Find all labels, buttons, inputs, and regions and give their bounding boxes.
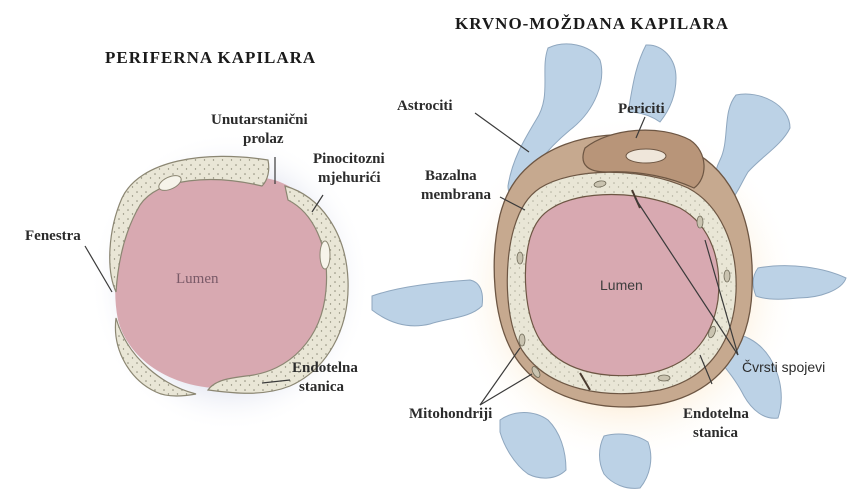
label-endotelna-right-2: stanica bbox=[693, 425, 739, 441]
label-fenestra: Fenestra bbox=[25, 228, 81, 244]
label-endotelna-right-1: Endotelna bbox=[683, 406, 749, 422]
label-astrociti: Astrociti bbox=[397, 98, 453, 114]
bbb-capillary: KRVNO-MOŽDANA KAPILARA bbox=[372, 14, 846, 488]
label-bazalna-2: membrana bbox=[421, 187, 491, 203]
peripheral-lumen-label: Lumen bbox=[176, 271, 219, 287]
label-mitohondriji: Mitohondriji bbox=[409, 406, 492, 422]
label-endotelna-left-2: stanica bbox=[299, 379, 345, 395]
bbb-lumen-label: Lumen bbox=[600, 277, 643, 293]
bbb-title: KRVNO-MOŽDANA KAPILARA bbox=[455, 14, 729, 33]
label-pinocitozni-1: Pinocitozni bbox=[313, 151, 385, 167]
label-periciti: Periciti bbox=[618, 101, 665, 117]
label-unutarstanicni-2: prolaz bbox=[243, 131, 284, 147]
peripheral-capillary: PERIFERNA KAPILARA Unutarstanični prolaz… bbox=[25, 48, 385, 432]
label-endotelna-left-1: Endotelna bbox=[292, 360, 358, 376]
lead-astrociti bbox=[475, 113, 529, 152]
label-bazalna-1: Bazalna bbox=[425, 168, 477, 184]
label-cvrsti-spojevi: Čvrsti spojevi bbox=[742, 359, 825, 375]
label-unutarstanicni-1: Unutarstanični bbox=[211, 112, 308, 128]
peripheral-title: PERIFERNA KAPILARA bbox=[105, 48, 316, 67]
label-pinocitozni-2: mjehurići bbox=[318, 170, 380, 186]
